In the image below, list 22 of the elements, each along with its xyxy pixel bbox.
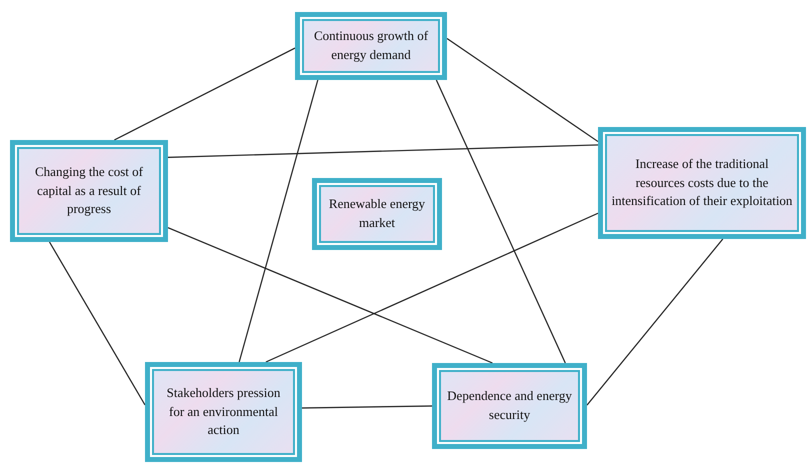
connector-line	[168, 227, 493, 364]
box-label: Stakeholders pression for an environmental action	[166, 384, 282, 440]
connector-line	[168, 144, 598, 158]
connector-line	[238, 80, 318, 362]
factor-box	[312, 178, 442, 250]
box-label: Increase of the traditional resources costs due to the intensification of their exploitation	[611, 154, 793, 210]
factor-box	[598, 127, 806, 239]
factor-box	[10, 140, 168, 242]
factor-box	[432, 363, 587, 449]
connector-line	[266, 212, 598, 363]
box-label: Dependence and energy security	[446, 387, 573, 424]
factor-box	[145, 362, 302, 462]
connector-line	[436, 80, 566, 364]
box-label: Continuous growth of energy demand	[312, 27, 430, 64]
box-label: Renewable energy market	[328, 195, 426, 232]
connector-line	[446, 38, 598, 142]
connector-line	[302, 405, 432, 409]
connector-line	[586, 238, 724, 406]
connector-line	[48, 242, 146, 406]
connector-line	[114, 48, 296, 141]
box-label: Changing the cost of capital as a result of progress	[34, 162, 144, 218]
factor-box	[295, 12, 447, 80]
